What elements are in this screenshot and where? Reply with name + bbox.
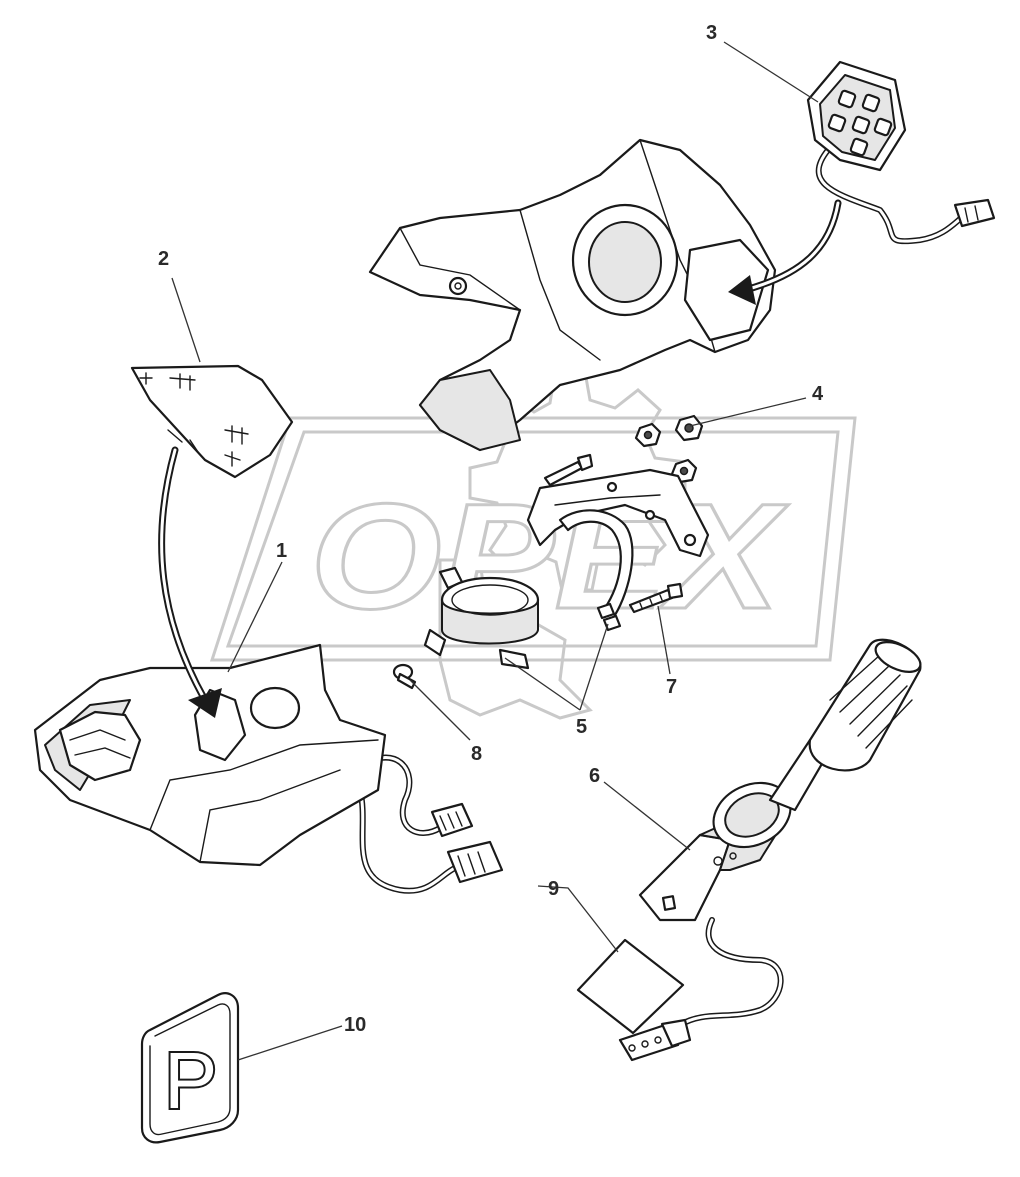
p-decal-letter: P — [164, 1036, 217, 1125]
callout-4: 4 — [812, 383, 824, 405]
part-4-nut-b — [674, 414, 704, 442]
part-1-connector-upper — [430, 802, 474, 838]
part-6-joystick — [618, 638, 922, 1062]
part-8-screw — [392, 663, 417, 690]
callout-8: 8 — [471, 743, 482, 765]
part-6-connector — [618, 1018, 692, 1062]
part-4-nut-a — [634, 422, 662, 448]
leader-lines — [171, 41, 819, 1061]
callout-3: 3 — [706, 22, 717, 44]
part-9-sticker — [576, 938, 685, 1035]
callout-2: 2 — [158, 248, 169, 270]
arrow-2-to-1 — [158, 446, 222, 718]
part-7-bolt — [628, 582, 684, 614]
callout-6: 6 — [589, 765, 600, 787]
callout-10: 10 — [344, 1014, 366, 1036]
part-3-buttons — [827, 89, 893, 157]
upper-shroud — [368, 138, 777, 452]
mounting-bracket — [526, 468, 710, 617]
part-3-connector — [953, 198, 996, 228]
upper-bolt — [543, 453, 594, 487]
callouts: 3 2 4 1 7 5 8 6 9 10 — [158, 22, 824, 1036]
arrow-3-to-shroud — [728, 199, 842, 305]
callout-5: 5 — [576, 716, 587, 738]
callout-1: 1 — [276, 540, 287, 562]
callout-9: 9 — [548, 878, 559, 900]
part-1-lower-shroud — [33, 643, 504, 894]
part-10-p-decal: P — [140, 992, 240, 1144]
part-5-clip — [423, 566, 540, 670]
part-1-connector-lower — [446, 840, 504, 884]
part-2-cover-plate — [130, 364, 294, 479]
part-3-keypad — [806, 60, 996, 245]
part-5-small-clips — [596, 602, 622, 632]
callout-7: 7 — [666, 676, 677, 698]
